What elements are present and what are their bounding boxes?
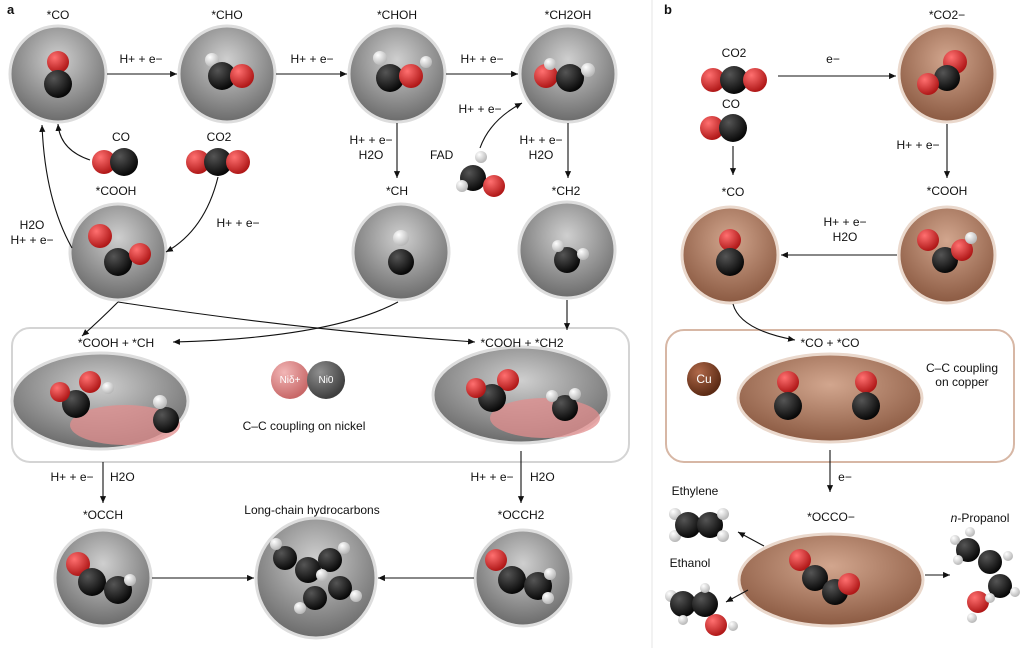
label-cu: Cu: [696, 372, 712, 386]
panel-label-b: b: [664, 2, 672, 17]
label-ni-delta: Niδ+: [279, 375, 301, 386]
label-b-occo: *OCCO−: [807, 510, 855, 524]
label-cooh: *COOH: [95, 184, 137, 198]
label-b-coco: *CO + *CO: [800, 336, 860, 350]
step-s5-b: H2O: [358, 148, 384, 162]
label-mol-co2: CO2: [206, 130, 232, 144]
step-s9-a: H+ + e−: [50, 470, 94, 484]
molecule-co2: [186, 148, 250, 176]
label-occh: *OCCH: [82, 508, 124, 522]
step-s4: H+ + e−: [458, 102, 502, 116]
molecule-fad: [456, 151, 505, 197]
step-s1: H+ + e−: [119, 52, 163, 66]
step-b-e1: e−: [826, 52, 840, 66]
circle-occh2: [473, 528, 573, 628]
step-b-h2-b: H2O: [832, 230, 858, 244]
circle-co: [8, 24, 108, 124]
circle-occh: [53, 528, 153, 628]
label-b-co: CO: [722, 97, 740, 111]
label-b-co: *CO: [721, 185, 745, 199]
label-copper-coupling: C–C coupling on copper: [925, 361, 999, 389]
label-b-co2-minus: *CO2−: [928, 8, 966, 22]
step-s9-b: H2O: [110, 470, 135, 484]
circle-ch2: [517, 200, 617, 300]
panel-label-a: a: [7, 2, 15, 17]
label-co: *CO: [46, 8, 70, 22]
step-s7-b: H+ + e−: [10, 233, 54, 247]
label-b-co2: CO2: [721, 46, 747, 60]
step-s10-a: H+ + e−: [470, 470, 514, 484]
ellipse-cooh-ch: [10, 351, 190, 451]
step-s3: H+ + e−: [460, 52, 504, 66]
molecule-b-co: [700, 114, 747, 142]
molecule-ethylene: [669, 508, 729, 542]
label-long-chain: Long-chain hydrocarbons: [244, 503, 380, 517]
label-ch2oh: *CH2OH: [544, 8, 592, 22]
circle-cooh: [68, 202, 168, 302]
step-b-h1: H+ + e−: [896, 138, 940, 152]
label-cooh-ch2: *COOH + *CH2: [480, 336, 564, 350]
ellipse-b-occo: [737, 532, 925, 628]
label-fad: FAD: [430, 148, 454, 162]
label-ethanol: Ethanol: [669, 556, 711, 570]
label-propanol-prefix: n: [950, 511, 958, 525]
label-ethylene: Ethylene: [671, 484, 719, 498]
step-b-h2-a: H+ + e−: [823, 215, 867, 229]
circle-choh: [347, 24, 447, 124]
copper-coupling-box: [665, 329, 1015, 463]
step-s8: H+ + e−: [216, 216, 260, 230]
circle-long-chain: [254, 516, 378, 640]
label-choh: *CHOH: [376, 8, 418, 22]
circle-b-co2: [897, 24, 997, 124]
label-b-cooh: *COOH: [926, 184, 968, 198]
label-cooh-ch: *COOH + *CH: [77, 336, 155, 350]
label-cho: *CHO: [211, 8, 243, 22]
label-propanol: n-Propanol: [951, 511, 1010, 525]
circle-ch: [351, 202, 451, 302]
ellipse-b-coco: [736, 352, 924, 444]
molecule-propanol: [950, 527, 1020, 623]
step-s6-a: H+ + e−: [519, 133, 563, 147]
circle-cho: [177, 24, 277, 124]
cu-legend: [687, 362, 721, 396]
circle-b-co: [680, 205, 780, 305]
panel-b-arrows: [725, 72, 951, 603]
ellipse-cooh-ch2: [431, 345, 611, 445]
label-propanol-name: -Propanol: [957, 511, 1010, 525]
step-s6-b: H2O: [528, 148, 554, 162]
step-s2: H+ + e−: [290, 52, 334, 66]
molecule-b-co2: [701, 66, 767, 94]
label-ni-zero: Ni0: [318, 375, 334, 386]
molecule-ethanol: [665, 583, 738, 636]
circle-ch2oh: [518, 24, 618, 124]
step-s5-a: H+ + e−: [349, 133, 393, 147]
label-ch2: *CH2: [551, 184, 581, 198]
label-nickel-coupling: C–C coupling on nickel: [242, 419, 366, 433]
molecule-co: [92, 148, 138, 176]
label-occh2: *OCCH2: [497, 508, 545, 522]
step-s7-a: H2O: [19, 218, 45, 232]
label-mol-co: CO: [112, 130, 130, 144]
ni-legend: [271, 361, 345, 399]
step-b-e2: e−: [838, 470, 852, 484]
panel-a-arrows: [39, 70, 572, 582]
step-s10-b: H2O: [530, 470, 555, 484]
circle-b-cooh: [897, 205, 997, 305]
label-ch: *CH: [385, 184, 409, 198]
